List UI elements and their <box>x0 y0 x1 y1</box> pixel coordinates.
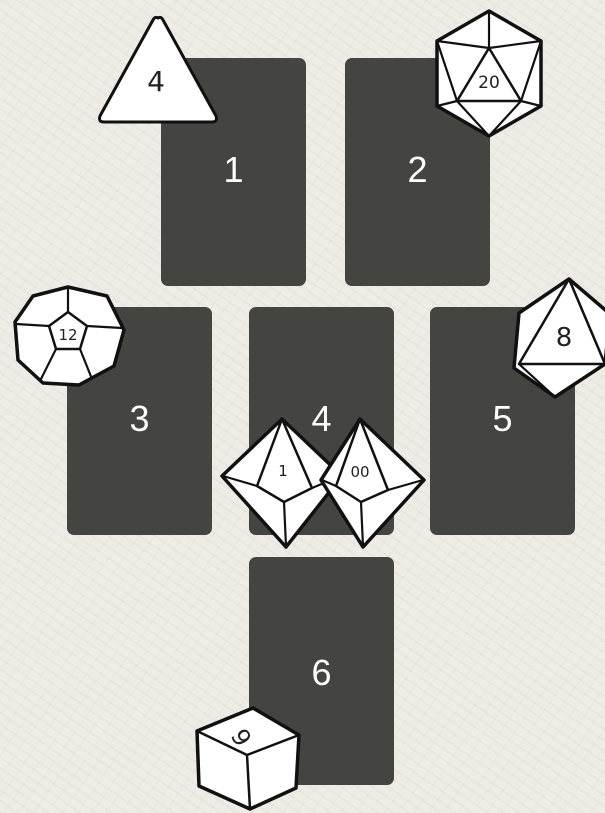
card-number: 3 <box>67 399 212 439</box>
d10-units-value: 1 <box>278 462 288 480</box>
d4-value: 4 <box>147 65 165 98</box>
d8-die[interactable]: 8 <box>507 276 605 402</box>
d20-die[interactable]: 20 <box>430 8 548 140</box>
card-number: 2 <box>345 150 490 190</box>
d12-die[interactable]: 12 <box>10 284 128 388</box>
d6-die[interactable]: 6 <box>192 703 304 813</box>
card-number: 5 <box>430 399 575 439</box>
d4-die[interactable]: 4 <box>94 13 222 127</box>
card-number: 1 <box>161 150 306 190</box>
d12-value: 12 <box>58 326 77 344</box>
d20-value: 20 <box>478 73 500 93</box>
d10-tens-die[interactable]: 00 <box>318 416 428 550</box>
d10-tens-value: 00 <box>350 463 369 481</box>
d8-value: 8 <box>556 323 573 353</box>
card-number: 6 <box>249 653 394 693</box>
